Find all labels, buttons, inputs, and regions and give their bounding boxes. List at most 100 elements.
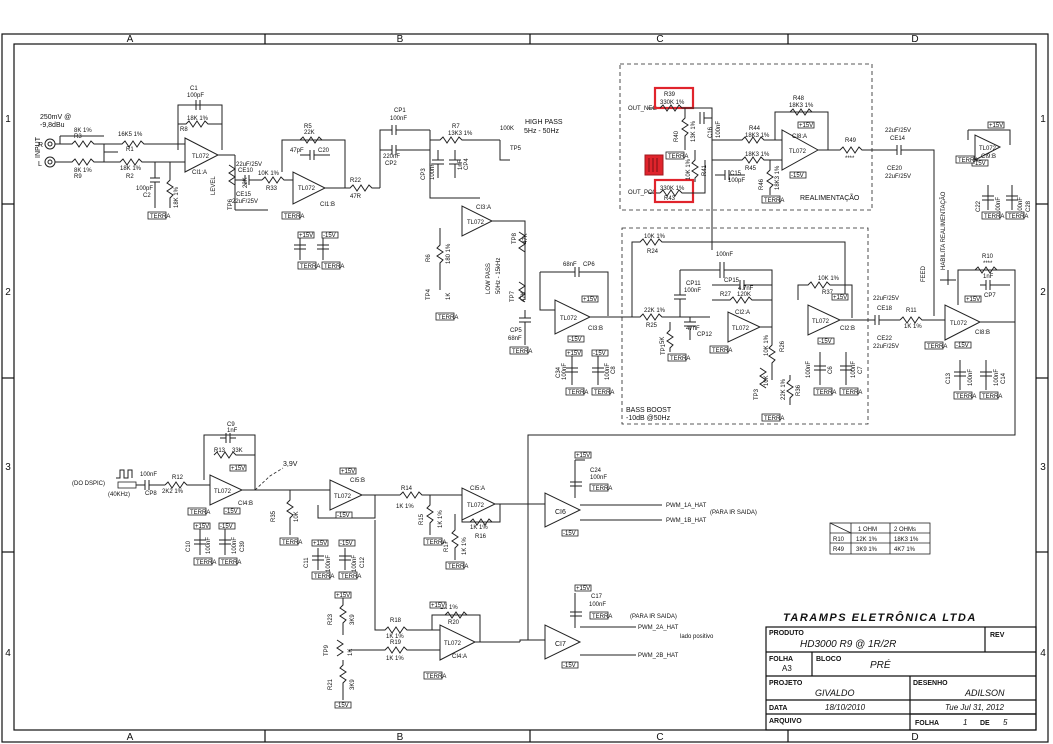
- svg-text:PWM_2B_HAT: PWM_2B_HAT: [638, 653, 679, 659]
- svg-text:10K 1%: 10K 1%: [818, 276, 840, 282]
- svg-text:-15V: -15V: [819, 339, 832, 345]
- stage-ci4b: (DO DSPIC) (40KHz) 100nF CP8 R12 2K2 1% …: [72, 422, 330, 566]
- svg-text:TERRA: TERRA: [592, 614, 612, 620]
- svg-text:R37: R37: [822, 290, 834, 296]
- svg-text:(PARA IR SAIDA): (PARA IR SAIDA): [630, 614, 677, 620]
- svg-text:100nF: 100nF: [206, 537, 212, 554]
- svg-text:TP7: TP7: [510, 290, 516, 302]
- svg-text:+15V: +15V: [583, 297, 597, 303]
- svg-text:CI3:A: CI3:A: [476, 205, 491, 211]
- svg-text:CI1:A: CI1:A: [192, 170, 207, 176]
- svg-text:CP5: CP5: [510, 328, 522, 334]
- svg-text:DATA: DATA: [769, 705, 787, 712]
- svg-text:TERRA: TERRA: [956, 394, 976, 400]
- svg-text:68nF: 68nF: [563, 262, 577, 268]
- column-labels-bottom: A B C D: [127, 732, 919, 743]
- svg-text:100nF: 100nF: [994, 369, 1000, 386]
- svg-text:+15V: +15V: [576, 453, 590, 459]
- svg-text:****: ****: [983, 261, 993, 267]
- col-label-d: D: [911, 34, 918, 45]
- svg-text:3K9 1%: 3K9 1%: [856, 547, 878, 553]
- svg-text:BASS BOOST: BASS BOOST: [626, 407, 672, 414]
- svg-text:R: R: [38, 142, 43, 149]
- svg-text:22uF/25V: 22uF/25V: [885, 174, 911, 180]
- svg-text:R6: R6: [426, 254, 432, 262]
- svg-text:R16: R16: [475, 534, 487, 540]
- svg-text:TERRA: TERRA: [958, 158, 978, 164]
- svg-text:1K 1%: 1K 1%: [438, 510, 444, 528]
- svg-text:330K 1%: 330K 1%: [660, 186, 685, 192]
- svg-text:OUT_NEG: OUT_NEG: [628, 106, 657, 112]
- svg-text:100nF: 100nF: [605, 363, 611, 380]
- svg-text:13K3 1%: 13K3 1%: [448, 131, 473, 137]
- svg-text:C13: C13: [946, 372, 952, 384]
- svg-text:TP9: TP9: [324, 644, 330, 656]
- svg-text:CI1:B: CI1:B: [320, 202, 335, 208]
- svg-text:C22: C22: [976, 200, 982, 212]
- svg-text:TL072: TL072: [467, 503, 485, 509]
- svg-text:TERRA: TERRA: [190, 510, 210, 516]
- svg-text:4.7nF: 4.7nF: [738, 286, 754, 292]
- row-label-3-left: 3: [5, 462, 11, 473]
- svg-text:R2: R2: [126, 174, 134, 180]
- svg-text:TL072: TL072: [334, 494, 352, 500]
- svg-text:R11: R11: [906, 308, 917, 314]
- svg-text:R26: R26: [780, 340, 786, 352]
- svg-text:L: L: [38, 161, 42, 168]
- svg-text:PWM_1B_HAT: PWM_1B_HAT: [666, 518, 707, 524]
- col-label-d-bottom: D: [911, 732, 918, 743]
- svg-text:22K: 22K: [243, 177, 249, 188]
- svg-text:5Hz - 50Hz: 5Hz - 50Hz: [524, 128, 560, 135]
- svg-text:TP5: TP5: [510, 146, 522, 152]
- svg-text:+15V: +15V: [299, 233, 313, 239]
- svg-text:R21: R21: [328, 678, 334, 690]
- svg-text:8K 1%: 8K 1%: [74, 168, 92, 174]
- svg-text:TL072: TL072: [467, 220, 485, 226]
- svg-text:-15V: -15V: [956, 343, 969, 349]
- stage-ci6: CI6 +15V C24 100nF TERRA PWM_1A_HAT PWM_…: [527, 451, 757, 641]
- impedance-table: 1 OHM 2 OHMs R10 12K 1% 18K3 1% R49 3K9 …: [829, 522, 931, 555]
- svg-text:(DO DSPIC): (DO DSPIC): [72, 481, 105, 487]
- svg-text:CP11: CP11: [686, 281, 701, 287]
- svg-text:1nF: 1nF: [227, 428, 238, 434]
- svg-text:TERRA: TERRA: [1008, 214, 1028, 220]
- svg-text:330K 1%: 330K 1%: [660, 100, 685, 106]
- col-label-c-bottom: C: [656, 732, 663, 743]
- svg-text:C11: C11: [304, 557, 310, 568]
- svg-text:R44: R44: [749, 126, 761, 132]
- svg-text:47R: 47R: [350, 194, 362, 200]
- svg-text:TL072: TL072: [979, 146, 997, 152]
- svg-text:A3: A3: [782, 664, 792, 673]
- svg-text:100nF: 100nF: [716, 121, 722, 138]
- svg-text:TERRA: TERRA: [438, 315, 458, 321]
- svg-text:100nF: 100nF: [390, 116, 407, 122]
- svg-text:22K: 22K: [304, 130, 315, 136]
- col-label-a: A: [127, 34, 134, 45]
- r39-highlight: [653, 86, 695, 110]
- svg-text:TERRA: TERRA: [816, 390, 836, 396]
- svg-text:C2: C2: [143, 193, 151, 199]
- svg-text:CI2:A: CI2:A: [735, 310, 750, 316]
- svg-text:1K 1%: 1K 1%: [386, 634, 404, 640]
- svg-text:C34: C34: [556, 366, 562, 378]
- svg-text:R46: R46: [759, 178, 765, 190]
- svg-text:C39: C39: [240, 540, 246, 552]
- svg-text:18/10/2010: 18/10/2010: [825, 703, 866, 712]
- svg-text:TERRA: TERRA: [341, 574, 361, 580]
- svg-text:ADILSON: ADILSON: [964, 688, 1005, 698]
- svg-text:18K3 1%: 18K3 1%: [745, 152, 770, 158]
- svg-text:-15V: -15V: [791, 173, 804, 179]
- svg-text:+15V: +15V: [231, 466, 245, 472]
- svg-text:2K2 1%: 2K2 1%: [162, 489, 184, 495]
- svg-text:CI8:B: CI8:B: [975, 330, 990, 336]
- stage-ci8b: 22uF/25V CE18 CE22 22uF/25V R11 1K 1% TL…: [527, 254, 1016, 460]
- svg-text:3,9V: 3,9V: [283, 461, 298, 468]
- row-label-1-right: 1: [1040, 114, 1046, 125]
- svg-text:1nF: 1nF: [458, 159, 464, 170]
- svg-text:R3: R3: [74, 134, 82, 140]
- svg-text:+15V: +15V: [966, 297, 980, 303]
- svg-text:CE20: CE20: [887, 166, 903, 172]
- svg-text:R9: R9: [74, 174, 82, 180]
- svg-text:16K5 1%: 16K5 1%: [118, 132, 143, 138]
- svg-text:220nF: 220nF: [383, 154, 400, 160]
